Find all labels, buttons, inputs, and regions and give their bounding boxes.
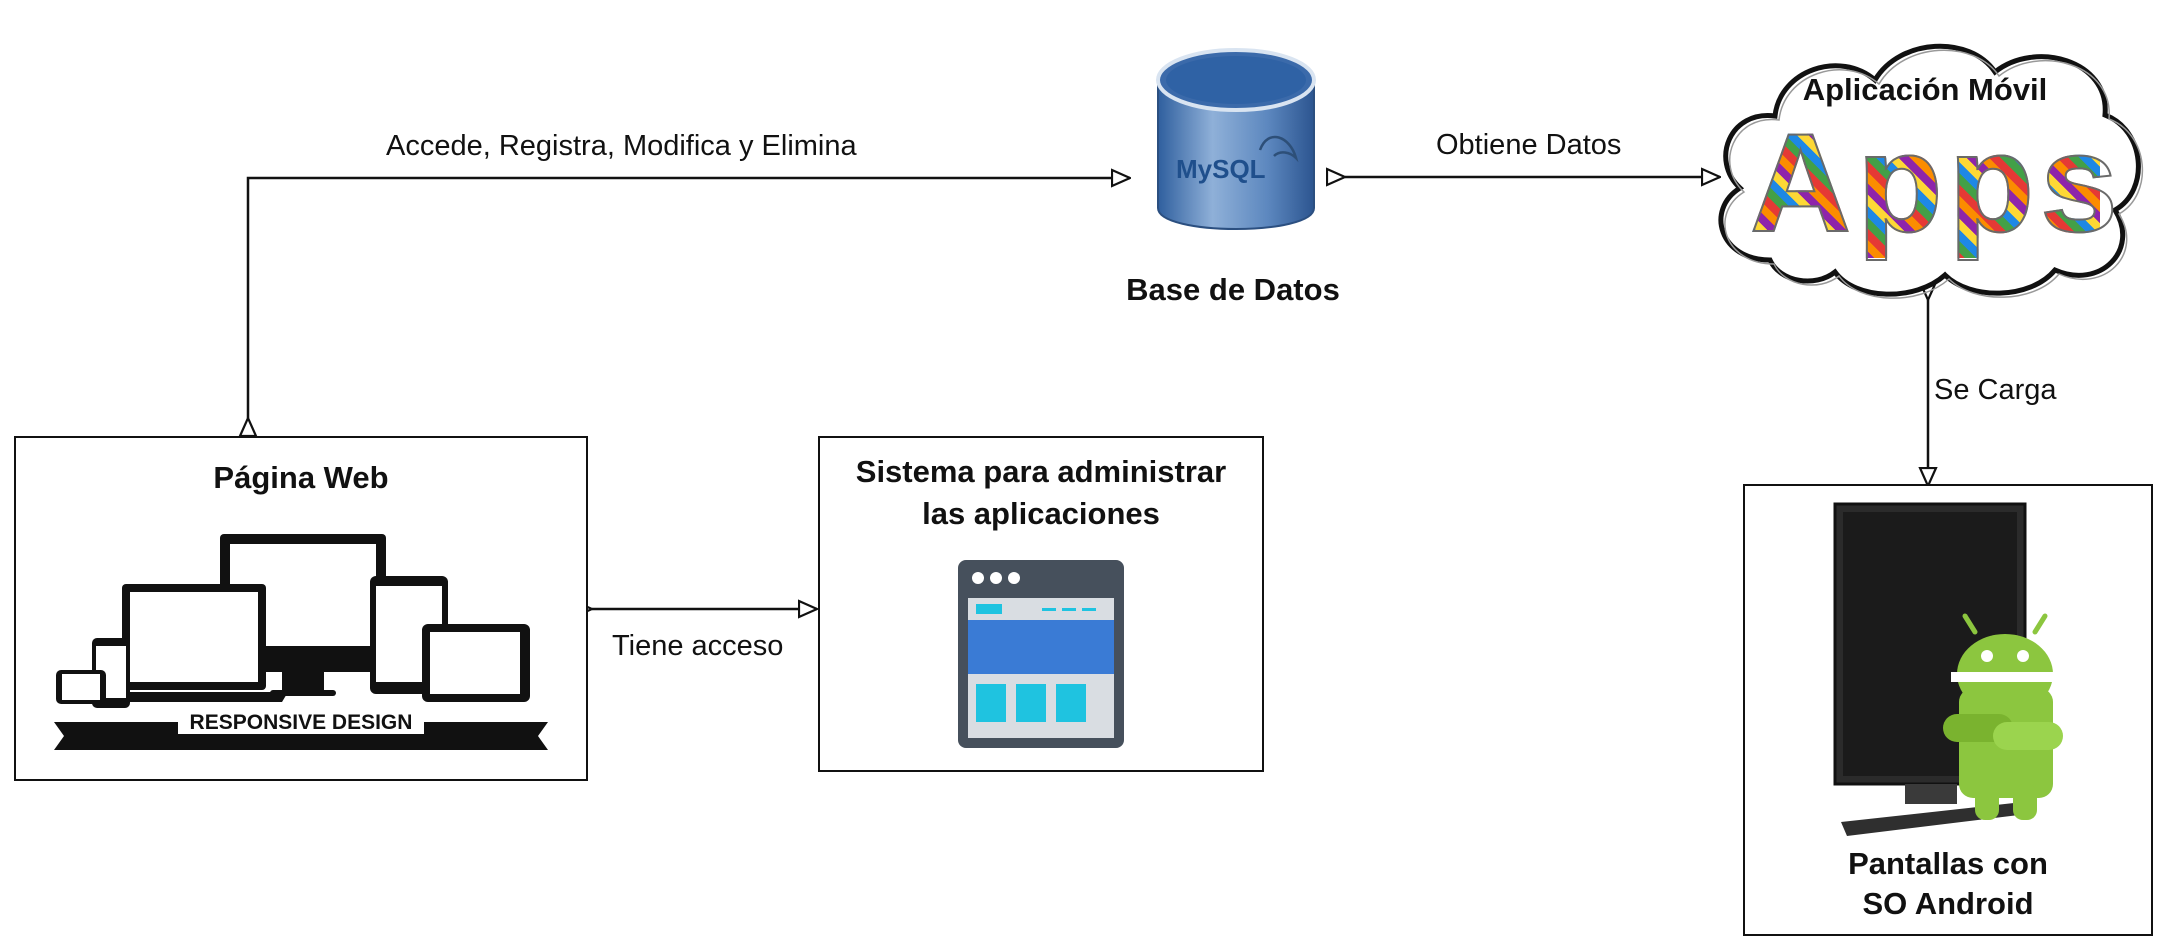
database-cylinder-icon: [1156, 48, 1316, 230]
mobile-app-cloud: Aplicación Móvil Apps: [1700, 20, 2150, 300]
database-label: Base de Datos: [1126, 272, 1340, 307]
cloud-shape-icon: [1718, 43, 2144, 299]
edge-label-web-admin: Tiene acceso: [612, 630, 784, 662]
edge-label-app-screens: Se Carga: [1934, 374, 2057, 406]
admin-system-title-line1: Sistema para administrar: [855, 454, 1227, 489]
admin-system-box: Sistema para administrar las aplicacione…: [818, 436, 1264, 772]
mysql-logo-text: MySQL: [1176, 154, 1266, 184]
responsive-devices-icon: [54, 534, 548, 750]
admin-window-icon: [958, 560, 1124, 748]
android-screens-title-line2: SO Android: [1862, 886, 2034, 921]
android-screens-title-line1: Pantallas con: [1848, 846, 2048, 881]
android-screens-box: Pantallas con SO Android: [1743, 484, 2153, 936]
mobile-app-label: Aplicación Móvil: [1802, 72, 2048, 107]
edge-label-web-db: Accede, Registra, Modifica y Elimina: [386, 130, 857, 162]
apps-mosaic-text: Apps: [1749, 104, 2124, 261]
web-page-box: Página Web RESPONSIVE DESIGN: [14, 436, 588, 781]
android-monitor-icon: [1833, 502, 2063, 836]
web-page-title: Página Web: [213, 460, 389, 495]
edge-web-db: [248, 178, 1130, 418]
edge-label-db-app: Obtiene Datos: [1436, 129, 1622, 161]
responsive-design-banner-text: RESPONSIVE DESIGN: [177, 711, 425, 734]
admin-system-title-line2: las aplicaciones: [922, 496, 1160, 531]
database-node: MySQL: [1150, 40, 1322, 252]
